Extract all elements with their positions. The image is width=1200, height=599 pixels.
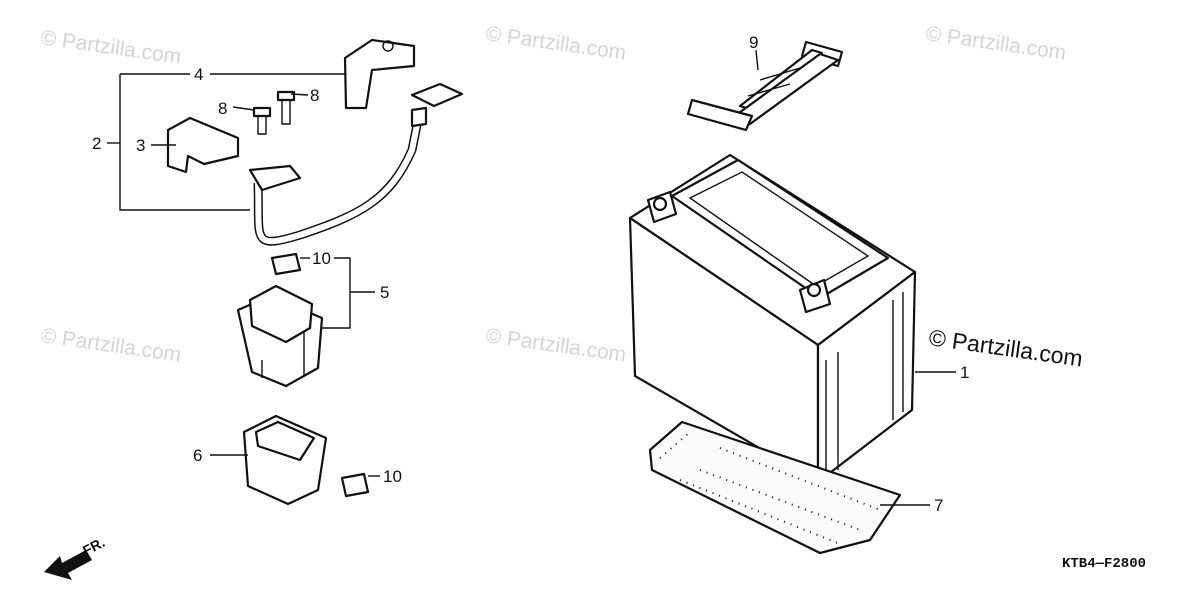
callout-9: 9	[749, 33, 758, 52]
leader-lines	[107, 49, 956, 506]
battery-part-1	[628, 153, 917, 484]
callout-7: 7	[934, 496, 943, 515]
callout-1: 1	[960, 363, 969, 382]
watermark: © Partzilla.com	[484, 22, 627, 64]
watermark: © Partzilla.com	[924, 22, 1067, 64]
main-watermark: © Partzilla.com	[927, 324, 1084, 371]
bolt-part-8	[252, 90, 296, 135]
battery-pad-part-7	[648, 420, 902, 555]
battery-strap-part-9	[686, 40, 844, 132]
fuse-part-10	[270, 252, 370, 498]
watermark: © Partzilla.com	[39, 26, 182, 68]
starter-relay-part-5	[236, 284, 324, 388]
callout-8-right: 8	[310, 86, 319, 105]
diagram-code: KTB4—F2800	[1062, 556, 1146, 572]
watermark: © Partzilla.com	[39, 324, 182, 366]
terminal-cover-part-3	[166, 116, 240, 174]
callout-4: 4	[194, 65, 203, 84]
callout-2: 2	[92, 134, 101, 153]
callout-3: 3	[136, 136, 145, 155]
watermark: © Partzilla.com	[484, 324, 627, 366]
callout-6: 6	[193, 446, 202, 465]
front-direction-arrow: FR.	[44, 534, 107, 580]
callout-8-left: 8	[218, 99, 227, 118]
callout-10-upper: 10	[312, 249, 331, 268]
relay-cover-part-6	[242, 414, 328, 506]
battery-cable-part-4	[248, 38, 464, 246]
callout-5: 5	[380, 283, 389, 302]
callout-10-lower: 10	[383, 467, 402, 486]
